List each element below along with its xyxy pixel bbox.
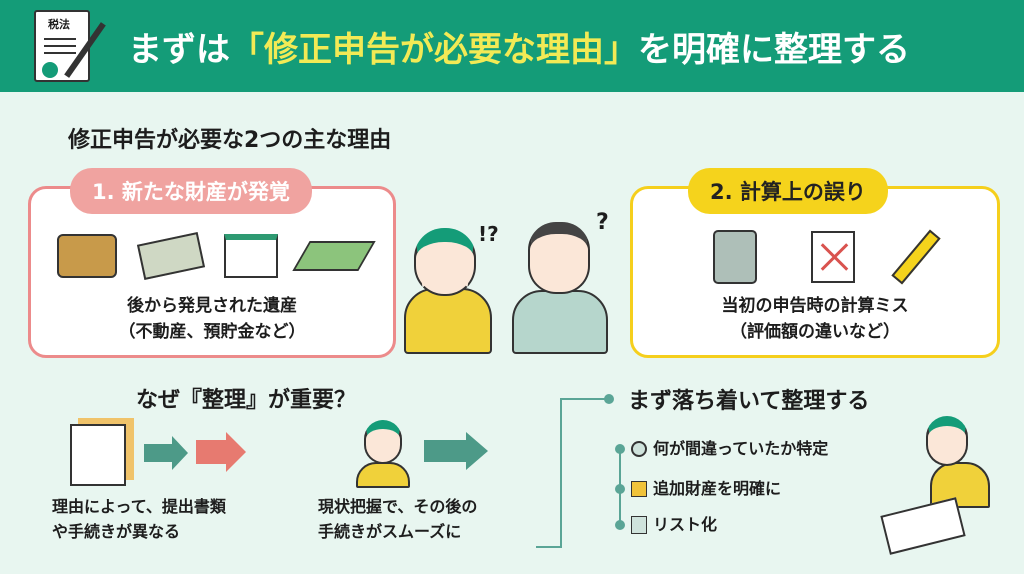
arrow-red [196, 440, 226, 464]
title-highlight: 「修正申告が必要な理由」 [230, 30, 638, 70]
question-mark-right: ? [596, 210, 609, 235]
reason1-description: 後から発見された遺産 （不動産、預貯金など） [31, 293, 393, 345]
connector-dot [604, 394, 614, 404]
woman-body [404, 288, 492, 354]
list-item: 追加財産を明確に [615, 476, 781, 501]
documents-icon [70, 424, 126, 486]
section-subtitle: 修正申告が必要な2つの主な理由 [68, 128, 392, 153]
arrow-teal-head [172, 436, 188, 470]
why-title: なぜ『整理』が重要？ [136, 388, 357, 413]
man-body [512, 290, 608, 354]
why-left1: 理由によって、提出書類 [52, 497, 226, 516]
reason2-line1: 当初の申告時の計算ミス [721, 296, 909, 316]
reason1-line2: （不動産、預貯金など） [118, 322, 306, 342]
treasure-chest-icon [57, 234, 117, 278]
reason1-label: 1. 新たな財産が発覚 [70, 168, 312, 214]
worried-woman-icon [414, 228, 476, 296]
connector-bottom [536, 546, 562, 548]
connector-top [560, 398, 608, 400]
why-left2: や手続きが異なる [52, 522, 181, 541]
header-banner [0, 0, 1024, 92]
writing-woman-icon [926, 416, 968, 466]
calm-title: まず落ち着いて整理する [628, 389, 870, 414]
list-item: 何が間違っていたか特定 [615, 436, 828, 461]
checklist-icon [631, 515, 647, 534]
doc-label: 税法 [48, 18, 70, 31]
list-item: リスト化 [615, 512, 717, 537]
magnifier-icon [631, 440, 647, 457]
tax-document-icon: 税法 [34, 10, 90, 82]
reason2-line2: （評価額の違いなど） [730, 322, 900, 342]
list-item-label: 何が間違っていたか特定 [653, 439, 829, 458]
highlighter-icon [891, 229, 941, 285]
arrow-right [424, 440, 466, 462]
title-prefix: まずは [128, 30, 230, 70]
connector-line [560, 398, 562, 548]
house-icon [224, 234, 279, 278]
person-body [356, 462, 410, 488]
reason1-line1: 後から発見された遺産 [127, 296, 297, 316]
land-icon [292, 241, 376, 271]
list-item-label: リスト化 [653, 515, 718, 534]
arrow-right-head [466, 432, 488, 470]
reason2-label: 2. 計算上の誤り [688, 168, 888, 214]
why-right1: 現状把握で、その後の [318, 497, 478, 516]
reason2-bubble: 当初の申告時の計算ミス （評価額の違いなど） [630, 186, 1000, 358]
calm-person-icon [364, 420, 402, 464]
why-right-text: 現状把握で、その後の手続きがスムーズに [318, 494, 477, 544]
error-icons [713, 229, 941, 285]
asset-icons [57, 231, 376, 281]
question-marks-left: !? [478, 222, 499, 246]
calculator-icon [713, 230, 757, 284]
page-title: まずは「修正申告が必要な理由」を明確に整理する [128, 22, 910, 71]
lock-box-icon [631, 480, 647, 497]
crossed-document-icon [811, 231, 855, 283]
checklist: 何が間違っていたか特定 追加財産を明確に リスト化 [615, 436, 915, 546]
title-suffix: を明確に整理する [638, 30, 910, 70]
reason1-bubble: 後から発見された遺産 （不動産、預貯金など） [28, 186, 396, 358]
list-item-label: 追加財産を明確に [653, 479, 782, 498]
why-right2: 手続きがスムーズに [318, 522, 462, 541]
banknotes-icon [136, 231, 205, 281]
why-left-text: 理由によって、提出書類や手続きが異なる [52, 494, 226, 544]
reason2-description: 当初の申告時の計算ミス （評価額の違いなど） [633, 293, 997, 345]
thinking-man-icon [528, 222, 590, 294]
arrow-teal [144, 444, 172, 462]
arrow-red-head [226, 432, 246, 472]
